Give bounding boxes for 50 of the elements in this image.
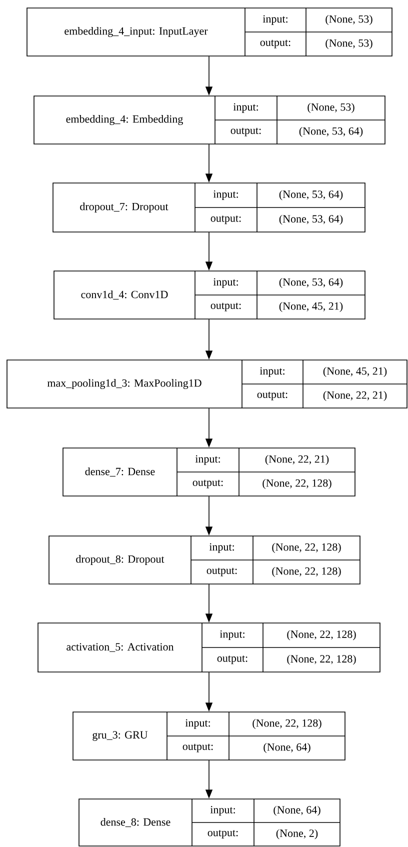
port-label: output: [210,302,241,312]
port-label: output: [217,656,248,664]
layer-name: dropout_8: Dropout [76,555,164,565]
shape-value: (None, 53, 64) [279,214,343,225]
layer-name: embedding_4_input: InputLayer [64,27,208,37]
shape-value: (None, 53) [326,39,372,49]
shape-value: (None, 53, 64) [299,127,363,137]
port-label: input: [195,455,220,465]
port-label: input: [213,278,238,288]
port-label: output: [182,744,213,752]
port-label: input: [185,719,210,729]
port-label: output: [206,568,237,576]
layer-name: gru_3: GRU [92,731,148,741]
port-label: input: [209,543,234,553]
port-label: output: [192,480,223,488]
layer-name: activation_5: Activation [66,643,174,652]
port-label: input: [260,367,284,377]
port-label: input: [220,630,244,640]
port-label: output: [210,216,241,224]
port-label: input: [213,190,238,200]
shape-value: (None, 53) [308,103,354,113]
shape-value: (None, 22, 128) [287,654,356,665]
layer-name: conv1d_4: Conv1D [81,290,168,300]
port-label: output: [208,830,238,838]
layer-name: max_pooling1d_3: MaxPooling1D [47,379,202,389]
shape-value: (None, 2) [276,829,318,840]
port-label: input: [233,103,258,113]
port-label: output: [257,392,288,400]
shape-value: (None, 53) [326,15,372,25]
layer-name: dropout_7: Dropout [80,202,168,212]
shape-value: (None, 22, 128) [252,719,322,729]
shape-value: (None, 64) [274,806,320,816]
shape-value: (None, 22, 21) [323,391,387,401]
shape-value: (None, 22, 128) [272,567,341,577]
port-label: input: [262,15,288,25]
layer-name: embedding_4: Embedding [66,115,183,125]
shape-value: (None, 22, 128) [262,479,332,489]
shape-value: (None, 64) [264,743,310,753]
shape-value: (None, 45, 21) [323,367,387,377]
shape-value: (None, 22, 128) [272,543,341,553]
layer-name: dense_8: Dense [100,818,170,828]
port-label: output: [260,40,290,48]
shape-value: (None, 53, 64) [279,278,343,288]
layer-name: dense_7: Dense [85,468,155,477]
port-label: output: [230,128,261,136]
shape-value: (None, 45, 21) [279,302,343,312]
port-label: input: [210,806,235,816]
shape-value: (None, 22, 128) [287,630,356,640]
shape-value: (None, 53, 64) [279,190,343,200]
shape-value: (None, 22, 21) [265,455,329,465]
